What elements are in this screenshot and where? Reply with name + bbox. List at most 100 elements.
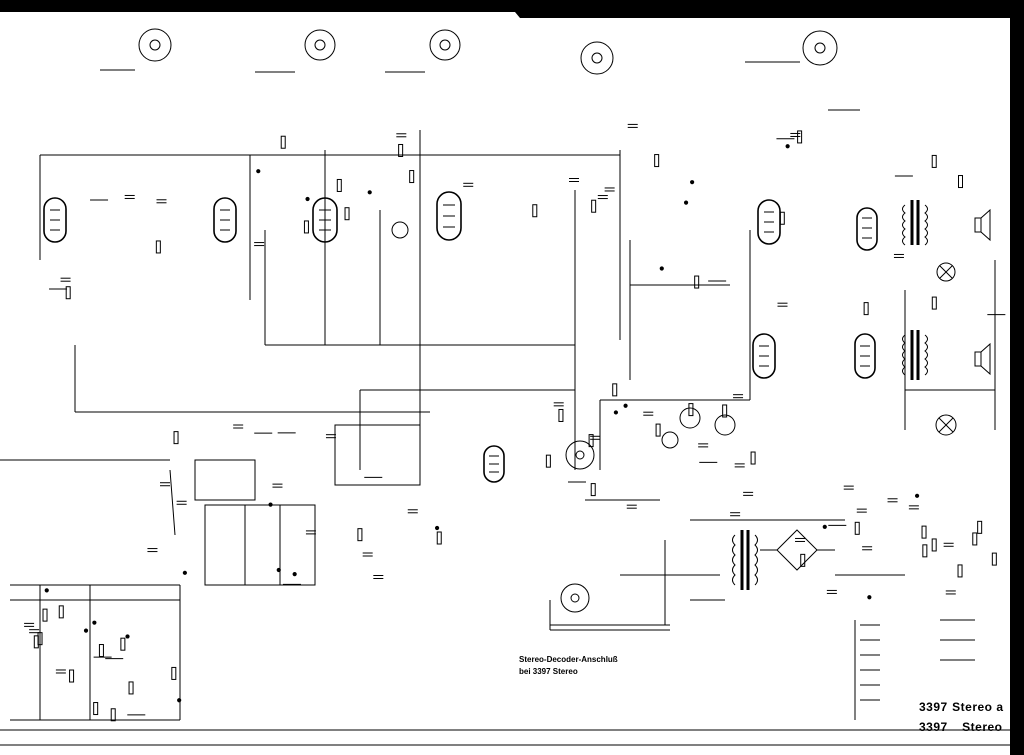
resistor [65,286,71,300]
resistor [654,154,660,168]
resistor [545,454,551,468]
junction-dot [659,266,664,271]
supply-rails [0,154,1010,746]
resistor [93,702,99,716]
component-marks [24,123,1006,722]
resistor [588,434,594,448]
resistor [931,154,937,168]
dial-lamps [935,262,957,436]
model-number: 3397 [919,720,948,734]
vacuum-tubes [43,191,878,483]
model-title-line-2: 3397 Stereo [919,718,1004,736]
resistor [58,605,64,619]
resistor [590,483,596,497]
junction-dot [256,169,261,174]
resistor [42,608,48,622]
tube-electrodes [50,204,872,473]
junction-dot [683,200,689,205]
resistor [336,178,342,192]
scan-margin-right [1010,0,1024,755]
output-transformers [740,200,920,590]
resistor [991,552,997,566]
resistor [155,240,161,254]
resistor [854,521,860,535]
tube-socket-pinouts [100,28,860,111]
junction-dot [182,570,187,575]
bus-lines [39,130,996,470]
junction-dot [125,634,130,639]
resistor [357,528,363,542]
scan-margin-top [0,0,1024,18]
resistor [800,553,806,567]
junction-dot [268,502,273,507]
junction-dot [292,571,297,577]
junction-dot [623,403,628,408]
resistor [722,404,728,418]
junction-dot [613,410,619,415]
resistor [398,143,404,157]
resistor [173,431,179,445]
resistor [612,383,618,397]
junction-dot [44,588,49,593]
resistor [120,637,126,651]
resistor [779,211,785,225]
resistor [171,666,177,680]
decoder-note-line2: bei 3397 Stereo [519,667,578,676]
resistor [957,564,963,578]
model-title-line-1: 3397 Stereo a [919,698,1004,716]
resistor [37,632,43,646]
resistor [958,175,964,189]
resistor [110,708,116,722]
bridge-rectifier [760,529,835,571]
junction-dot [367,190,372,195]
resistor [655,423,661,437]
junction-dot [822,524,827,529]
resistor [931,538,937,552]
model-number: 3397 [919,700,948,714]
resistor [532,204,538,218]
decoder-note-line1: Stereo-Decoder-Anschluß [519,655,618,664]
resistor [972,532,978,546]
junction-dot [690,180,695,185]
resistor [436,531,442,545]
resistor [688,403,694,417]
resistor [344,207,350,221]
resistor [931,296,937,310]
model-variant: Stereo a [952,700,1004,714]
switch-matrix [10,584,181,721]
resistor [303,220,309,234]
decoder-note: Stereo-Decoder-Anschluß bei 3397 Stereo [519,655,618,676]
decoder-wiring [549,540,725,631]
junction-dot [305,196,310,202]
junction-dot [867,595,872,600]
model-variant: Stereo [962,720,1003,734]
transformer-windings [732,204,928,586]
junction-dot [276,567,281,573]
resistor [69,669,75,683]
junction-dot [785,144,790,149]
decoder-socket [391,221,736,613]
resistor [128,681,134,695]
junction-dot [434,525,440,531]
junction-dot [914,493,920,498]
resistor [977,520,983,534]
resistor [409,170,415,184]
model-title-block: 3397 Stereo a 3397 Stereo [919,698,1004,736]
resistor [922,544,928,558]
resistor [591,199,597,213]
resistor [98,644,104,658]
resistor [558,408,564,422]
junction-dot [92,620,97,625]
resistor [694,275,700,289]
loudspeakers [974,208,991,376]
resistor [921,525,927,539]
junction-dot [83,628,89,633]
junction-dot [177,698,182,703]
resistor [280,135,286,149]
resistor [750,451,756,465]
resistor [863,302,869,316]
capacitor-ladder [854,619,975,720]
